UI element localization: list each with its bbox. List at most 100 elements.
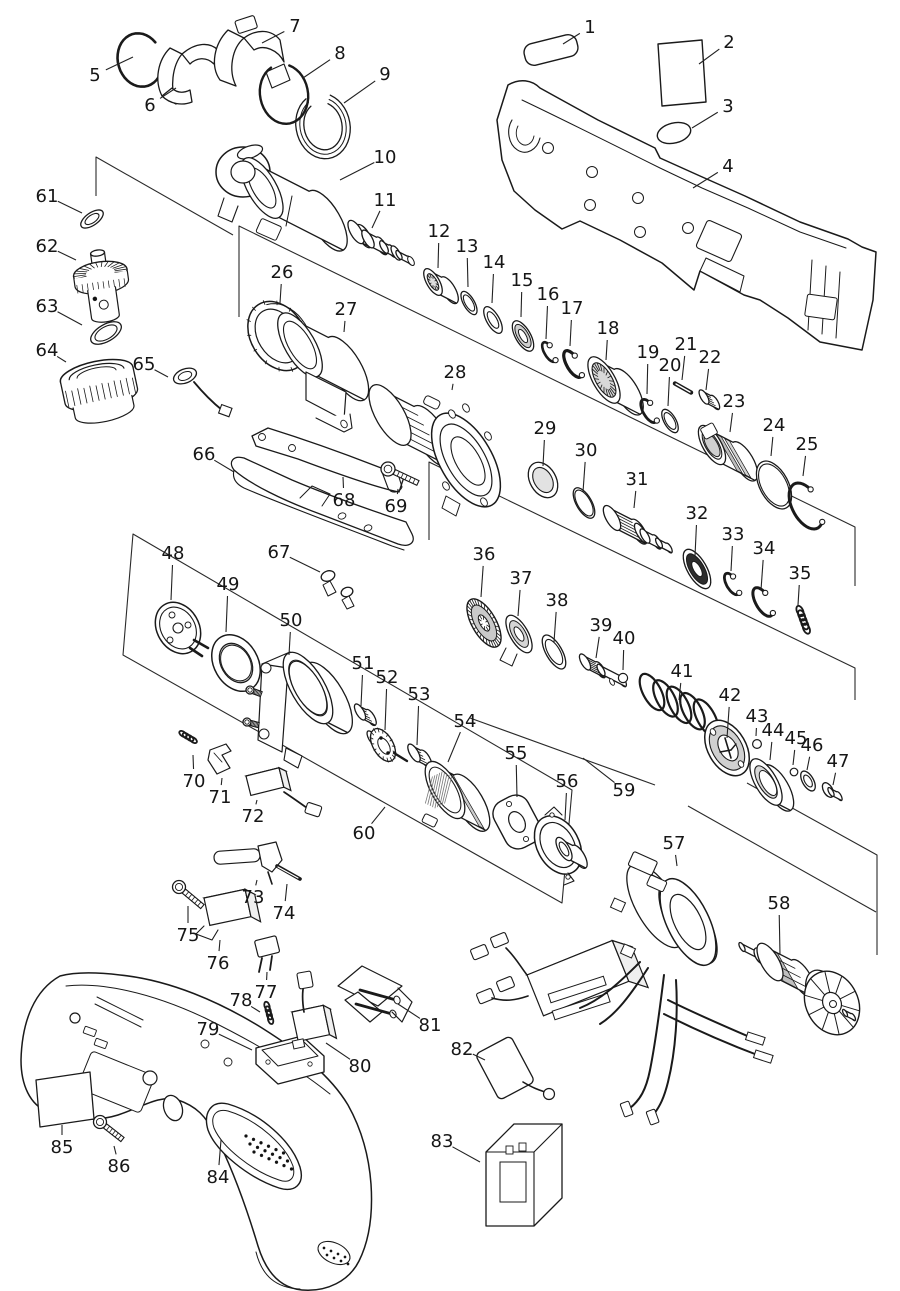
part-drawing-33 — [723, 571, 743, 597]
leader-line-74 — [284, 883, 288, 902]
part-label-80: 80 — [349, 1056, 372, 1077]
part-drawing-62 — [72, 249, 130, 323]
part-label-64: 64 — [36, 340, 59, 361]
part-label-54: 54 — [454, 711, 477, 732]
part-label-33: 33 — [722, 524, 745, 545]
part-drawing-9 — [295, 94, 351, 160]
part-drawing-65 — [172, 367, 233, 418]
leader-line-61 — [57, 200, 83, 214]
part-label-46: 46 — [801, 735, 824, 756]
part-drawing-40 — [617, 672, 629, 684]
part-drawing-54 — [421, 760, 491, 832]
leader-line-34 — [760, 559, 764, 591]
part-drawing-16 — [540, 340, 559, 364]
leader-line-20 — [667, 376, 670, 407]
part-drawing-5 — [116, 32, 164, 88]
part-label-28: 28 — [444, 362, 467, 383]
part-label-15: 15 — [511, 270, 534, 291]
part-drawing-52 — [366, 727, 409, 763]
part-drawing-2 — [657, 39, 707, 107]
leader-line-11 — [371, 210, 381, 229]
part-label-9: 9 — [379, 64, 390, 85]
part-drawing-41 — [638, 672, 720, 737]
part-drawing-25 — [787, 481, 826, 531]
part-drawing-8 — [258, 64, 310, 125]
leader-line-14 — [491, 273, 494, 304]
leader-line-6 — [159, 87, 177, 99]
part-label-70: 70 — [183, 771, 206, 792]
part-drawing-69 — [380, 461, 420, 487]
part-label-77: 77 — [255, 982, 278, 1003]
part-label-61: 61 — [36, 186, 59, 207]
leader-line-33 — [730, 545, 733, 572]
part-label-47: 47 — [827, 751, 850, 772]
part-label-19: 19 — [637, 342, 660, 363]
leader-line-45 — [792, 749, 796, 766]
leader-line-86 — [113, 1145, 117, 1155]
part-label-56: 56 — [556, 771, 579, 792]
leader-line-24 — [770, 436, 774, 457]
part-label-57: 57 — [663, 833, 686, 854]
leader-line-49 — [225, 595, 229, 633]
part-drawing-46 — [800, 770, 816, 792]
part-label-32: 32 — [686, 503, 709, 524]
part-label-34: 34 — [753, 538, 776, 559]
part-label-12: 12 — [428, 221, 451, 242]
leader-line-5 — [105, 56, 134, 71]
part-label-67: 67 — [268, 542, 291, 563]
part-drawing-17 — [562, 349, 586, 379]
leader-line-78 — [250, 1005, 261, 1013]
part-drawing-66 — [230, 456, 414, 551]
part-drawing-15 — [511, 320, 535, 352]
leader-line-81 — [397, 1003, 421, 1019]
part-label-35: 35 — [789, 563, 812, 584]
leader-line-83 — [452, 1146, 481, 1163]
part-label-20: 20 — [659, 355, 682, 376]
part-labels: 1234567891011121314151617181920212223242… — [36, 16, 850, 1188]
part-label-2: 2 — [723, 32, 734, 53]
part-drawing-6 — [157, 43, 219, 105]
leader-line-3 — [691, 111, 719, 129]
part-drawing-85 — [35, 1071, 95, 1128]
part-label-72: 72 — [242, 806, 265, 827]
part-drawing-23 — [697, 422, 759, 482]
part-label-16: 16 — [537, 284, 560, 305]
part-drawing-13 — [460, 290, 478, 316]
part-drawing-82 — [476, 1036, 556, 1101]
leader-line-54 — [447, 731, 461, 763]
leader-line-71 — [220, 777, 223, 786]
leader-line-15 — [520, 291, 523, 318]
part-drawing-74 — [275, 864, 302, 881]
leader-line-28 — [451, 383, 454, 391]
part-label-31: 31 — [626, 469, 649, 490]
part-label-59: 59 — [613, 780, 636, 801]
part-label-26: 26 — [271, 262, 294, 283]
part-drawing-47 — [821, 782, 843, 802]
leader-line-51 — [360, 674, 363, 707]
part-drawing-45 — [789, 767, 799, 777]
part-label-24: 24 — [763, 415, 786, 436]
part-label-18: 18 — [597, 318, 620, 339]
part-drawing-1 — [523, 34, 579, 66]
part-drawing-72 — [244, 766, 323, 818]
part-label-83: 83 — [431, 1131, 454, 1152]
part-drawing-50 — [242, 651, 353, 769]
leader-line-29 — [542, 439, 545, 467]
part-drawing-10 — [215, 144, 348, 252]
leader-line-56 — [564, 792, 567, 821]
part-label-44: 44 — [762, 720, 785, 741]
leader-line-69 — [396, 488, 399, 495]
leader-line-8 — [302, 59, 331, 79]
leader-line-44 — [769, 741, 773, 761]
part-label-14: 14 — [483, 252, 506, 273]
part-drawing-73 — [213, 841, 283, 885]
part-drawing-76 — [195, 888, 262, 941]
part-label-78: 78 — [230, 990, 253, 1011]
part-label-41: 41 — [671, 661, 694, 682]
part-label-45: 45 — [785, 728, 808, 749]
part-drawing-57 — [609, 851, 718, 966]
leader-line-46 — [806, 756, 811, 771]
part-label-49: 49 — [217, 574, 240, 595]
part-label-58: 58 — [768, 893, 791, 914]
